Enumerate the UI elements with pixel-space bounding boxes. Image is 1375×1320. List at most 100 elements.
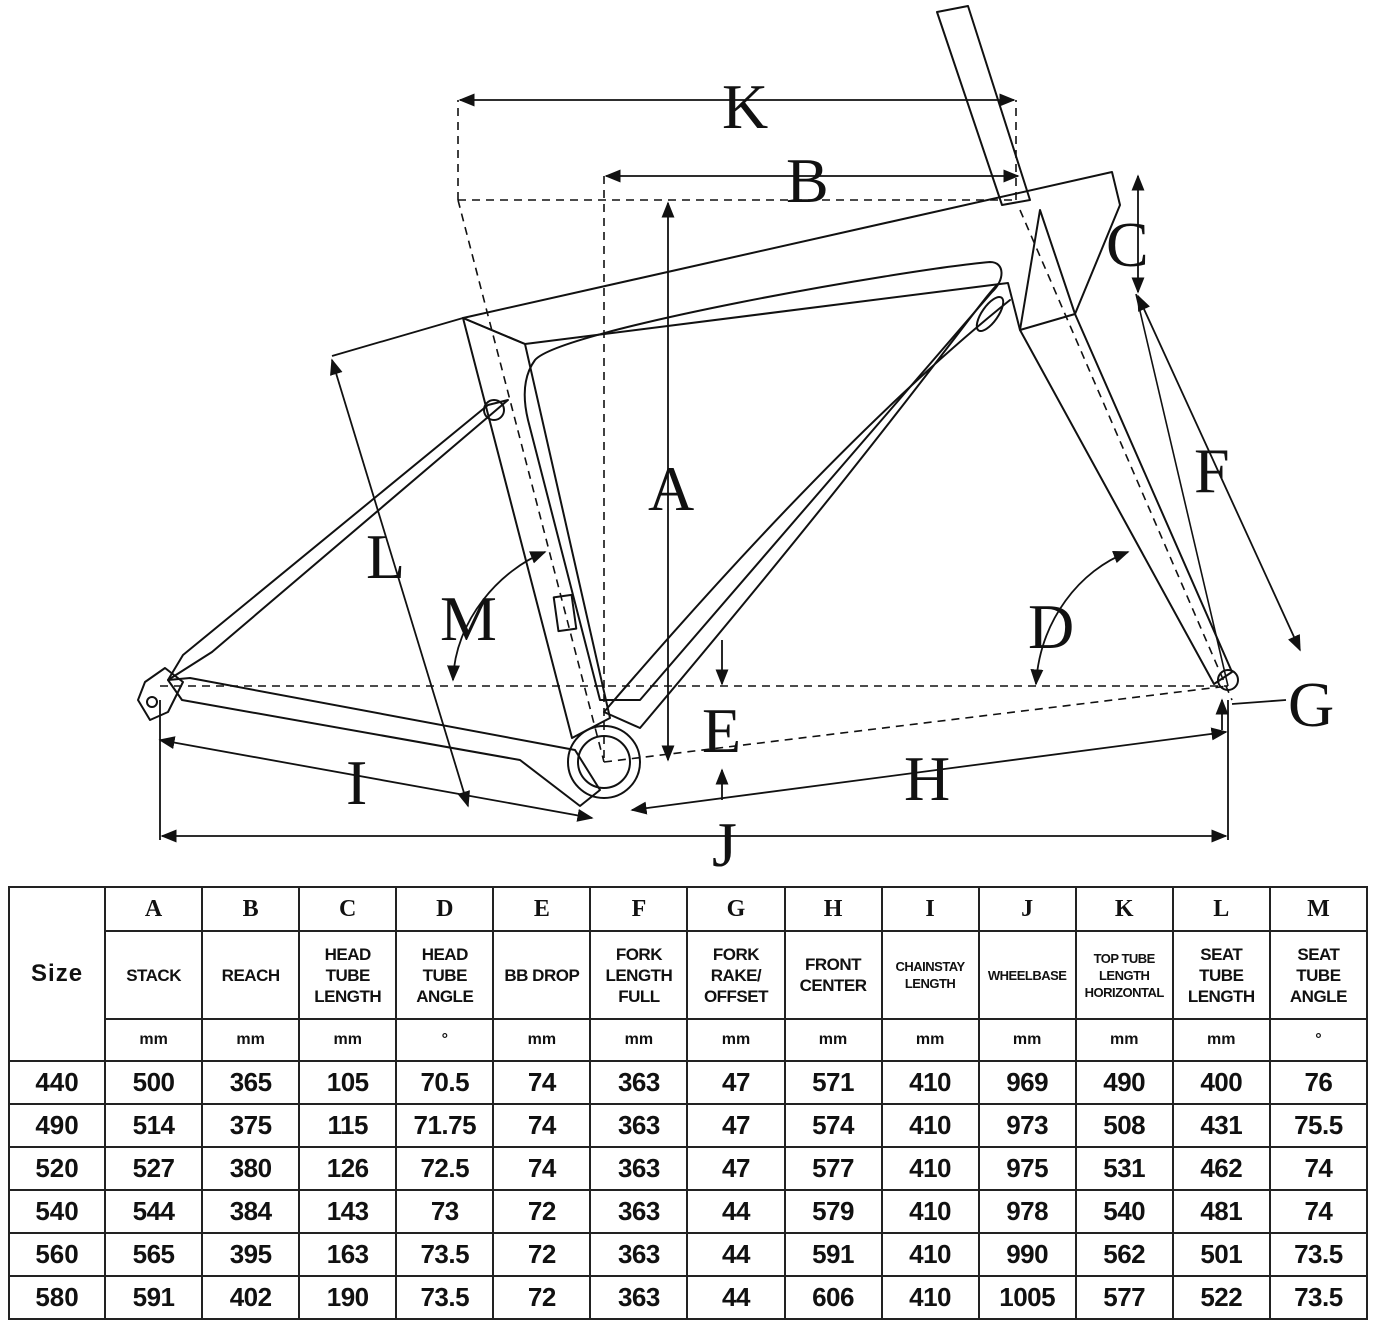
- seat-post: [936, 5, 1031, 206]
- column-unit: °: [395, 1018, 495, 1062]
- column-label-line: SEAT: [1200, 944, 1243, 964]
- dim-label-f: F: [1194, 435, 1230, 506]
- column-label: REACH: [201, 930, 301, 1020]
- value-cell: 606: [783, 1275, 883, 1320]
- dim-label-h: H: [904, 743, 950, 814]
- column-label-line: OFFSET: [703, 986, 769, 1006]
- column-label-line: FULL: [618, 986, 660, 1006]
- value-cell: 1005: [977, 1275, 1077, 1320]
- value-cell: 143: [298, 1189, 398, 1234]
- column-label: STACK: [104, 930, 204, 1020]
- value-cell: 975: [977, 1146, 1077, 1191]
- column-unit: mm: [298, 1018, 398, 1062]
- value-cell: 462: [1171, 1146, 1271, 1191]
- value-cell: 571: [783, 1060, 883, 1105]
- column-label-line: ANGLE: [416, 986, 474, 1006]
- column-label-line: BB DROP: [504, 965, 580, 985]
- value-cell: 73.5: [395, 1232, 495, 1277]
- column-label-line: ANGLE: [1289, 986, 1348, 1006]
- column-label-line: TUBE: [1296, 965, 1341, 985]
- dim-label-l: L: [366, 521, 405, 592]
- dim-label-c: C: [1106, 209, 1149, 280]
- value-cell: 105: [298, 1060, 398, 1105]
- value-cell: 500: [104, 1060, 204, 1105]
- value-cell: 44: [686, 1232, 786, 1277]
- value-cell: 44: [686, 1275, 786, 1320]
- dim-label-j: J: [712, 809, 737, 880]
- value-cell: 74: [492, 1103, 592, 1148]
- value-cell: 71.75: [395, 1103, 495, 1148]
- column-label-line: HEAD: [421, 944, 469, 964]
- value-cell: 402: [201, 1275, 301, 1320]
- value-cell: 410: [880, 1189, 980, 1234]
- value-cell: 363: [589, 1060, 689, 1105]
- column-letter: H: [783, 886, 883, 932]
- column-unit: mm: [589, 1018, 689, 1062]
- column-unit: mm: [880, 1018, 980, 1062]
- column-label-line: TOP TUBE: [1093, 950, 1156, 966]
- column-letter: B: [201, 886, 301, 932]
- dim-label-e: E: [702, 695, 741, 766]
- column-label-line: LENGTH: [904, 976, 956, 991]
- value-cell: 47: [686, 1103, 786, 1148]
- value-cell: 410: [880, 1146, 980, 1191]
- column-letter: D: [395, 886, 495, 932]
- size-header: Size: [7, 886, 107, 1062]
- column-label-line: TUBE: [325, 965, 371, 985]
- size-cell: 520: [7, 1146, 107, 1191]
- dim-label-g: G: [1288, 669, 1334, 740]
- column-unit: mm: [201, 1018, 301, 1062]
- value-cell: 73: [395, 1189, 495, 1234]
- value-cell: 973: [977, 1103, 1077, 1148]
- dim-label-d: D: [1028, 591, 1074, 662]
- column-letter: E: [492, 886, 592, 932]
- value-cell: 540: [1074, 1189, 1174, 1234]
- column-unit: mm: [783, 1018, 883, 1062]
- value-cell: 76: [1268, 1060, 1369, 1105]
- value-cell: 577: [783, 1146, 883, 1191]
- value-cell: 115: [298, 1103, 398, 1148]
- value-cell: 363: [589, 1103, 689, 1148]
- value-cell: 163: [298, 1232, 398, 1277]
- value-cell: 544: [104, 1189, 204, 1234]
- value-cell: 969: [977, 1060, 1077, 1105]
- value-cell: 363: [589, 1189, 689, 1234]
- dim-label-b: B: [786, 145, 829, 216]
- value-cell: 384: [201, 1189, 301, 1234]
- column-unit: mm: [686, 1018, 786, 1062]
- column-letter: K: [1074, 886, 1174, 932]
- value-cell: 574: [783, 1103, 883, 1148]
- column-unit: mm: [492, 1018, 592, 1062]
- column-label-line: LENGTH: [314, 986, 382, 1006]
- column-label-line: REACH: [221, 965, 280, 985]
- value-cell: 70.5: [395, 1060, 495, 1105]
- value-cell: 501: [1171, 1232, 1271, 1277]
- value-cell: 75.5: [1268, 1103, 1369, 1148]
- column-letter: A: [104, 886, 204, 932]
- value-cell: 531: [1074, 1146, 1174, 1191]
- value-cell: 591: [104, 1275, 204, 1320]
- value-cell: 44: [686, 1189, 786, 1234]
- column-label-line: STACK: [126, 965, 181, 985]
- value-cell: 978: [977, 1189, 1077, 1234]
- dim-label-i: I: [346, 747, 367, 818]
- value-cell: 400: [1171, 1060, 1271, 1105]
- column-label-line: TUBE: [1199, 965, 1244, 985]
- dim-label-a: A: [648, 453, 694, 524]
- column-label-line: LENGTH: [605, 965, 673, 985]
- column-label-line: HEAD: [324, 944, 372, 964]
- value-cell: 431: [1171, 1103, 1271, 1148]
- value-cell: 363: [589, 1232, 689, 1277]
- column-label-line: RAKE/: [710, 965, 762, 985]
